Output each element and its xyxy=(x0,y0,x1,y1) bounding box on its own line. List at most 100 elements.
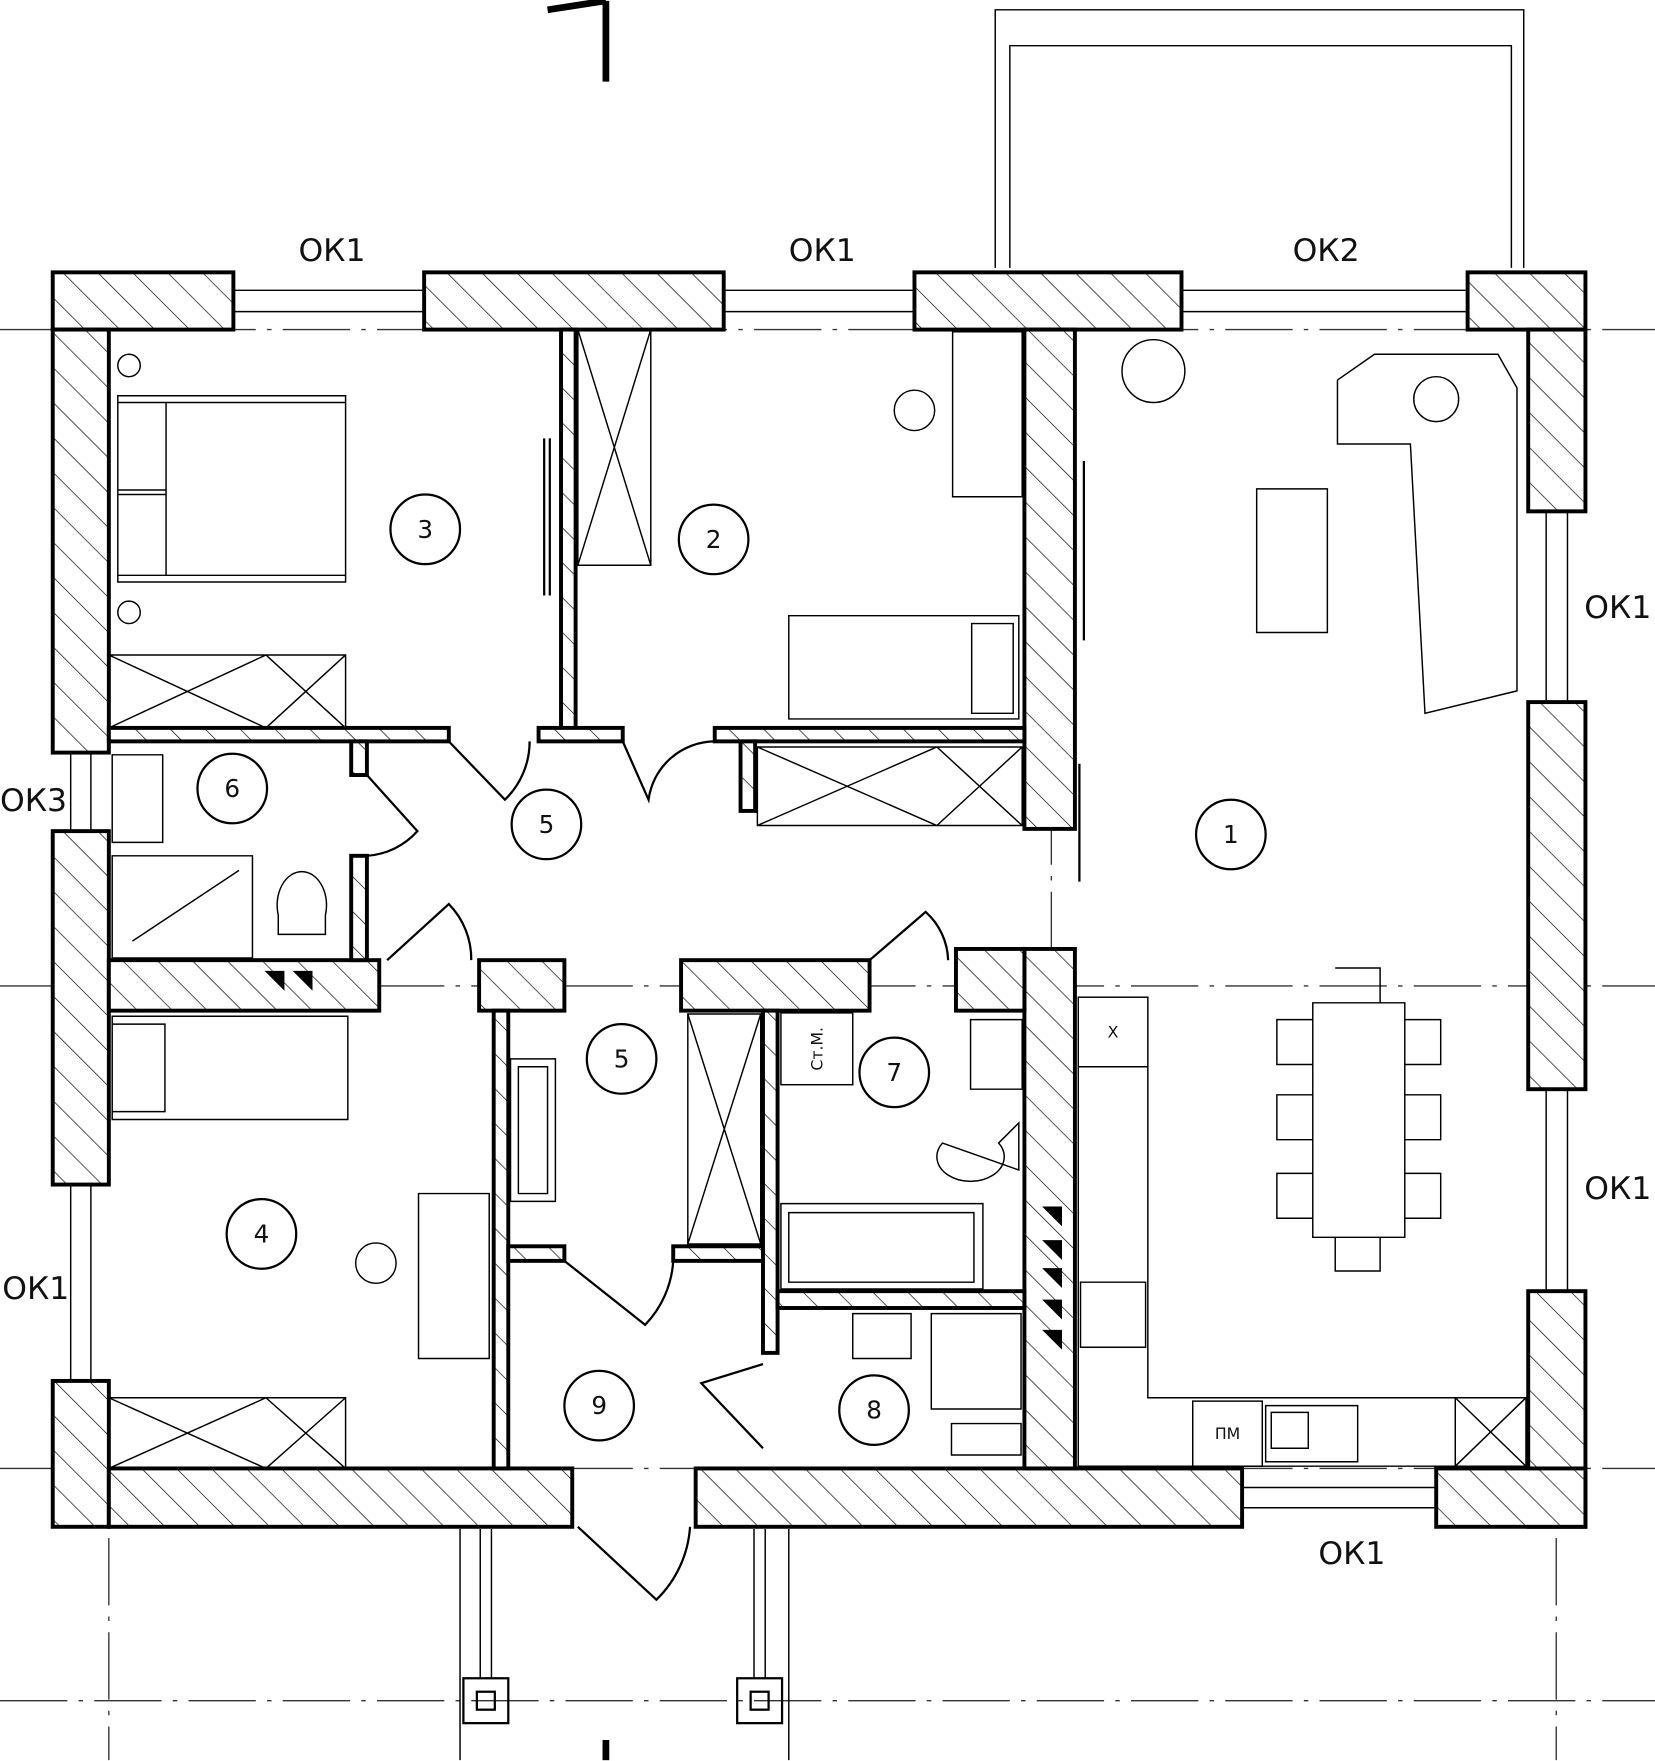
room-marker-2: 2 xyxy=(677,503,750,576)
room-marker-5: 5 xyxy=(510,788,583,861)
room-marker-7: 7 xyxy=(858,1036,931,1109)
wall-segment xyxy=(1022,327,1077,831)
wall-segment xyxy=(738,739,758,813)
armchair xyxy=(1413,375,1460,423)
wall-segment xyxy=(912,270,1184,332)
wall-segment xyxy=(50,829,111,1187)
door-swing xyxy=(868,910,950,962)
door-swing xyxy=(543,438,551,596)
washbasin xyxy=(111,754,164,844)
wall-segment xyxy=(349,739,369,777)
door-swing xyxy=(699,1363,764,1450)
room-marker-5: 5 xyxy=(585,1022,658,1095)
utility-shaft xyxy=(1042,1240,1063,1260)
window-label: ОК1 xyxy=(1584,590,1651,626)
door-swing xyxy=(621,740,715,804)
dining-table xyxy=(1276,967,1442,1272)
fridge: Х xyxy=(1077,996,1149,1068)
walls xyxy=(50,270,1588,1529)
axis-grid-lines xyxy=(0,286,1655,1761)
door-swing xyxy=(577,1525,692,1602)
room-marker-6: 6 xyxy=(196,752,269,825)
utility-shaft xyxy=(264,970,285,991)
wall-segment xyxy=(775,1289,1027,1310)
wall-segment xyxy=(671,1244,765,1263)
svg-text:3: 3 xyxy=(417,515,433,544)
windows xyxy=(69,9,1569,1761)
porch-column-core xyxy=(475,1690,496,1711)
single-bed xyxy=(111,1015,349,1121)
wall-segment xyxy=(1526,327,1588,514)
door-swing xyxy=(563,1259,675,1327)
wall-segment xyxy=(50,1378,111,1529)
porch-column xyxy=(736,1677,784,1725)
svg-text:2: 2 xyxy=(706,525,722,554)
office-chair xyxy=(893,389,936,432)
toilet xyxy=(950,1422,1022,1456)
desk xyxy=(951,331,1023,498)
porch-column xyxy=(462,1677,510,1725)
wall-segment xyxy=(712,725,1027,744)
tall-cabinet xyxy=(1454,1397,1527,1467)
boiler xyxy=(930,1312,1022,1410)
room-marker-1: 1 xyxy=(1194,798,1267,871)
utility-shaft xyxy=(1042,1206,1063,1227)
section-mark-top xyxy=(547,0,610,82)
sofa xyxy=(1336,353,1518,715)
cooktop xyxy=(1079,1281,1147,1348)
double-bed xyxy=(117,395,347,583)
plant xyxy=(1121,338,1186,404)
toilet xyxy=(936,1121,1020,1183)
wall-segment xyxy=(679,958,872,1013)
wall-segment xyxy=(1465,270,1588,332)
wardrobe xyxy=(687,1013,762,1245)
utility-shaft xyxy=(292,970,313,991)
svg-text:ПМ: ПМ xyxy=(1215,1424,1240,1443)
window-label: ОК1 xyxy=(1584,1171,1651,1207)
utility-shaft xyxy=(1042,1329,1063,1350)
svg-text:4: 4 xyxy=(254,1219,270,1248)
wall-segment xyxy=(761,1008,780,1355)
svg-text:7: 7 xyxy=(886,1058,902,1087)
office-chair xyxy=(354,1242,397,1285)
svg-text:5: 5 xyxy=(539,810,555,839)
wardrobe xyxy=(108,1397,347,1470)
wardrobe xyxy=(108,654,347,729)
door-swing xyxy=(1078,460,1086,882)
room-marker-4: 4 xyxy=(225,1198,298,1270)
lamp xyxy=(117,353,141,378)
wall-segment xyxy=(50,270,236,332)
wall-segment xyxy=(954,946,1027,1013)
svg-text:5: 5 xyxy=(614,1044,630,1073)
kitchen-sink xyxy=(1264,1404,1359,1463)
room-marker-8: 8 xyxy=(838,1374,910,1447)
wardrobe xyxy=(577,328,652,566)
washbasin xyxy=(969,1018,1023,1090)
wall-segment xyxy=(559,327,578,733)
shoe-bench xyxy=(509,1058,557,1203)
svg-text:Ст.М.: Ст.М. xyxy=(807,1027,826,1071)
lamp xyxy=(117,600,141,625)
porch-column-core xyxy=(749,1690,770,1711)
svg-text:1: 1 xyxy=(1223,820,1239,849)
svg-text:Х: Х xyxy=(1108,1022,1119,1041)
svg-text:6: 6 xyxy=(224,774,240,803)
wall-segment xyxy=(477,958,567,1013)
wall-segment xyxy=(1434,1466,1588,1529)
washing-machine: Ст.М. xyxy=(780,1012,854,1086)
wall-segment xyxy=(106,725,451,744)
window-label: ОК1 xyxy=(789,233,856,269)
doors xyxy=(366,438,1086,1602)
wall-segment xyxy=(506,1244,567,1263)
bathtub xyxy=(780,1202,984,1290)
toilet xyxy=(276,870,328,936)
desk xyxy=(417,1192,490,1360)
wall-segment xyxy=(349,853,369,963)
wall-segment xyxy=(1022,946,1077,1471)
window-label: ОК1 xyxy=(1318,1536,1385,1572)
coffee-table xyxy=(1255,488,1329,634)
wall-segment xyxy=(50,327,111,755)
room-marker-9: 9 xyxy=(563,1369,636,1442)
door-swing xyxy=(386,902,473,961)
